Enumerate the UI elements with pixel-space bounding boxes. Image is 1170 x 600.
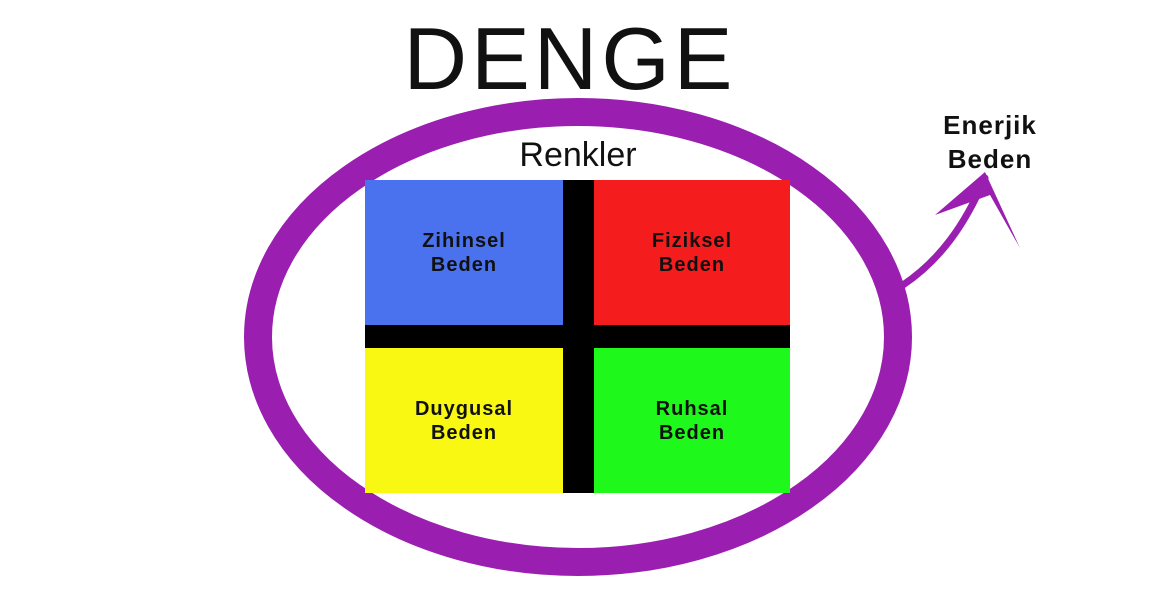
energy-ring [244, 98, 912, 576]
energy-label-line2: Beden [947, 144, 1033, 174]
quadrant-line1: Ruhsal [655, 397, 729, 420]
quadrant-line1: Fiziksel [651, 229, 733, 252]
energy-body-label: Enerjik Beden [900, 108, 1080, 176]
quadrant-line2: Beden [430, 253, 498, 276]
quadrant-line2: Beden [658, 421, 726, 444]
arrow-head [935, 172, 1020, 248]
quadrant-line2: Beden [658, 253, 726, 276]
page-title: DENGE [403, 9, 737, 108]
quadrant-line1: Zihinsel [422, 229, 506, 252]
subtitle: Renkler [519, 136, 637, 174]
energy-label-line1: Enerjik [943, 110, 1037, 140]
quadrant-line1: Duygusal [414, 397, 514, 420]
quadrant-line2: Beden [430, 421, 498, 444]
